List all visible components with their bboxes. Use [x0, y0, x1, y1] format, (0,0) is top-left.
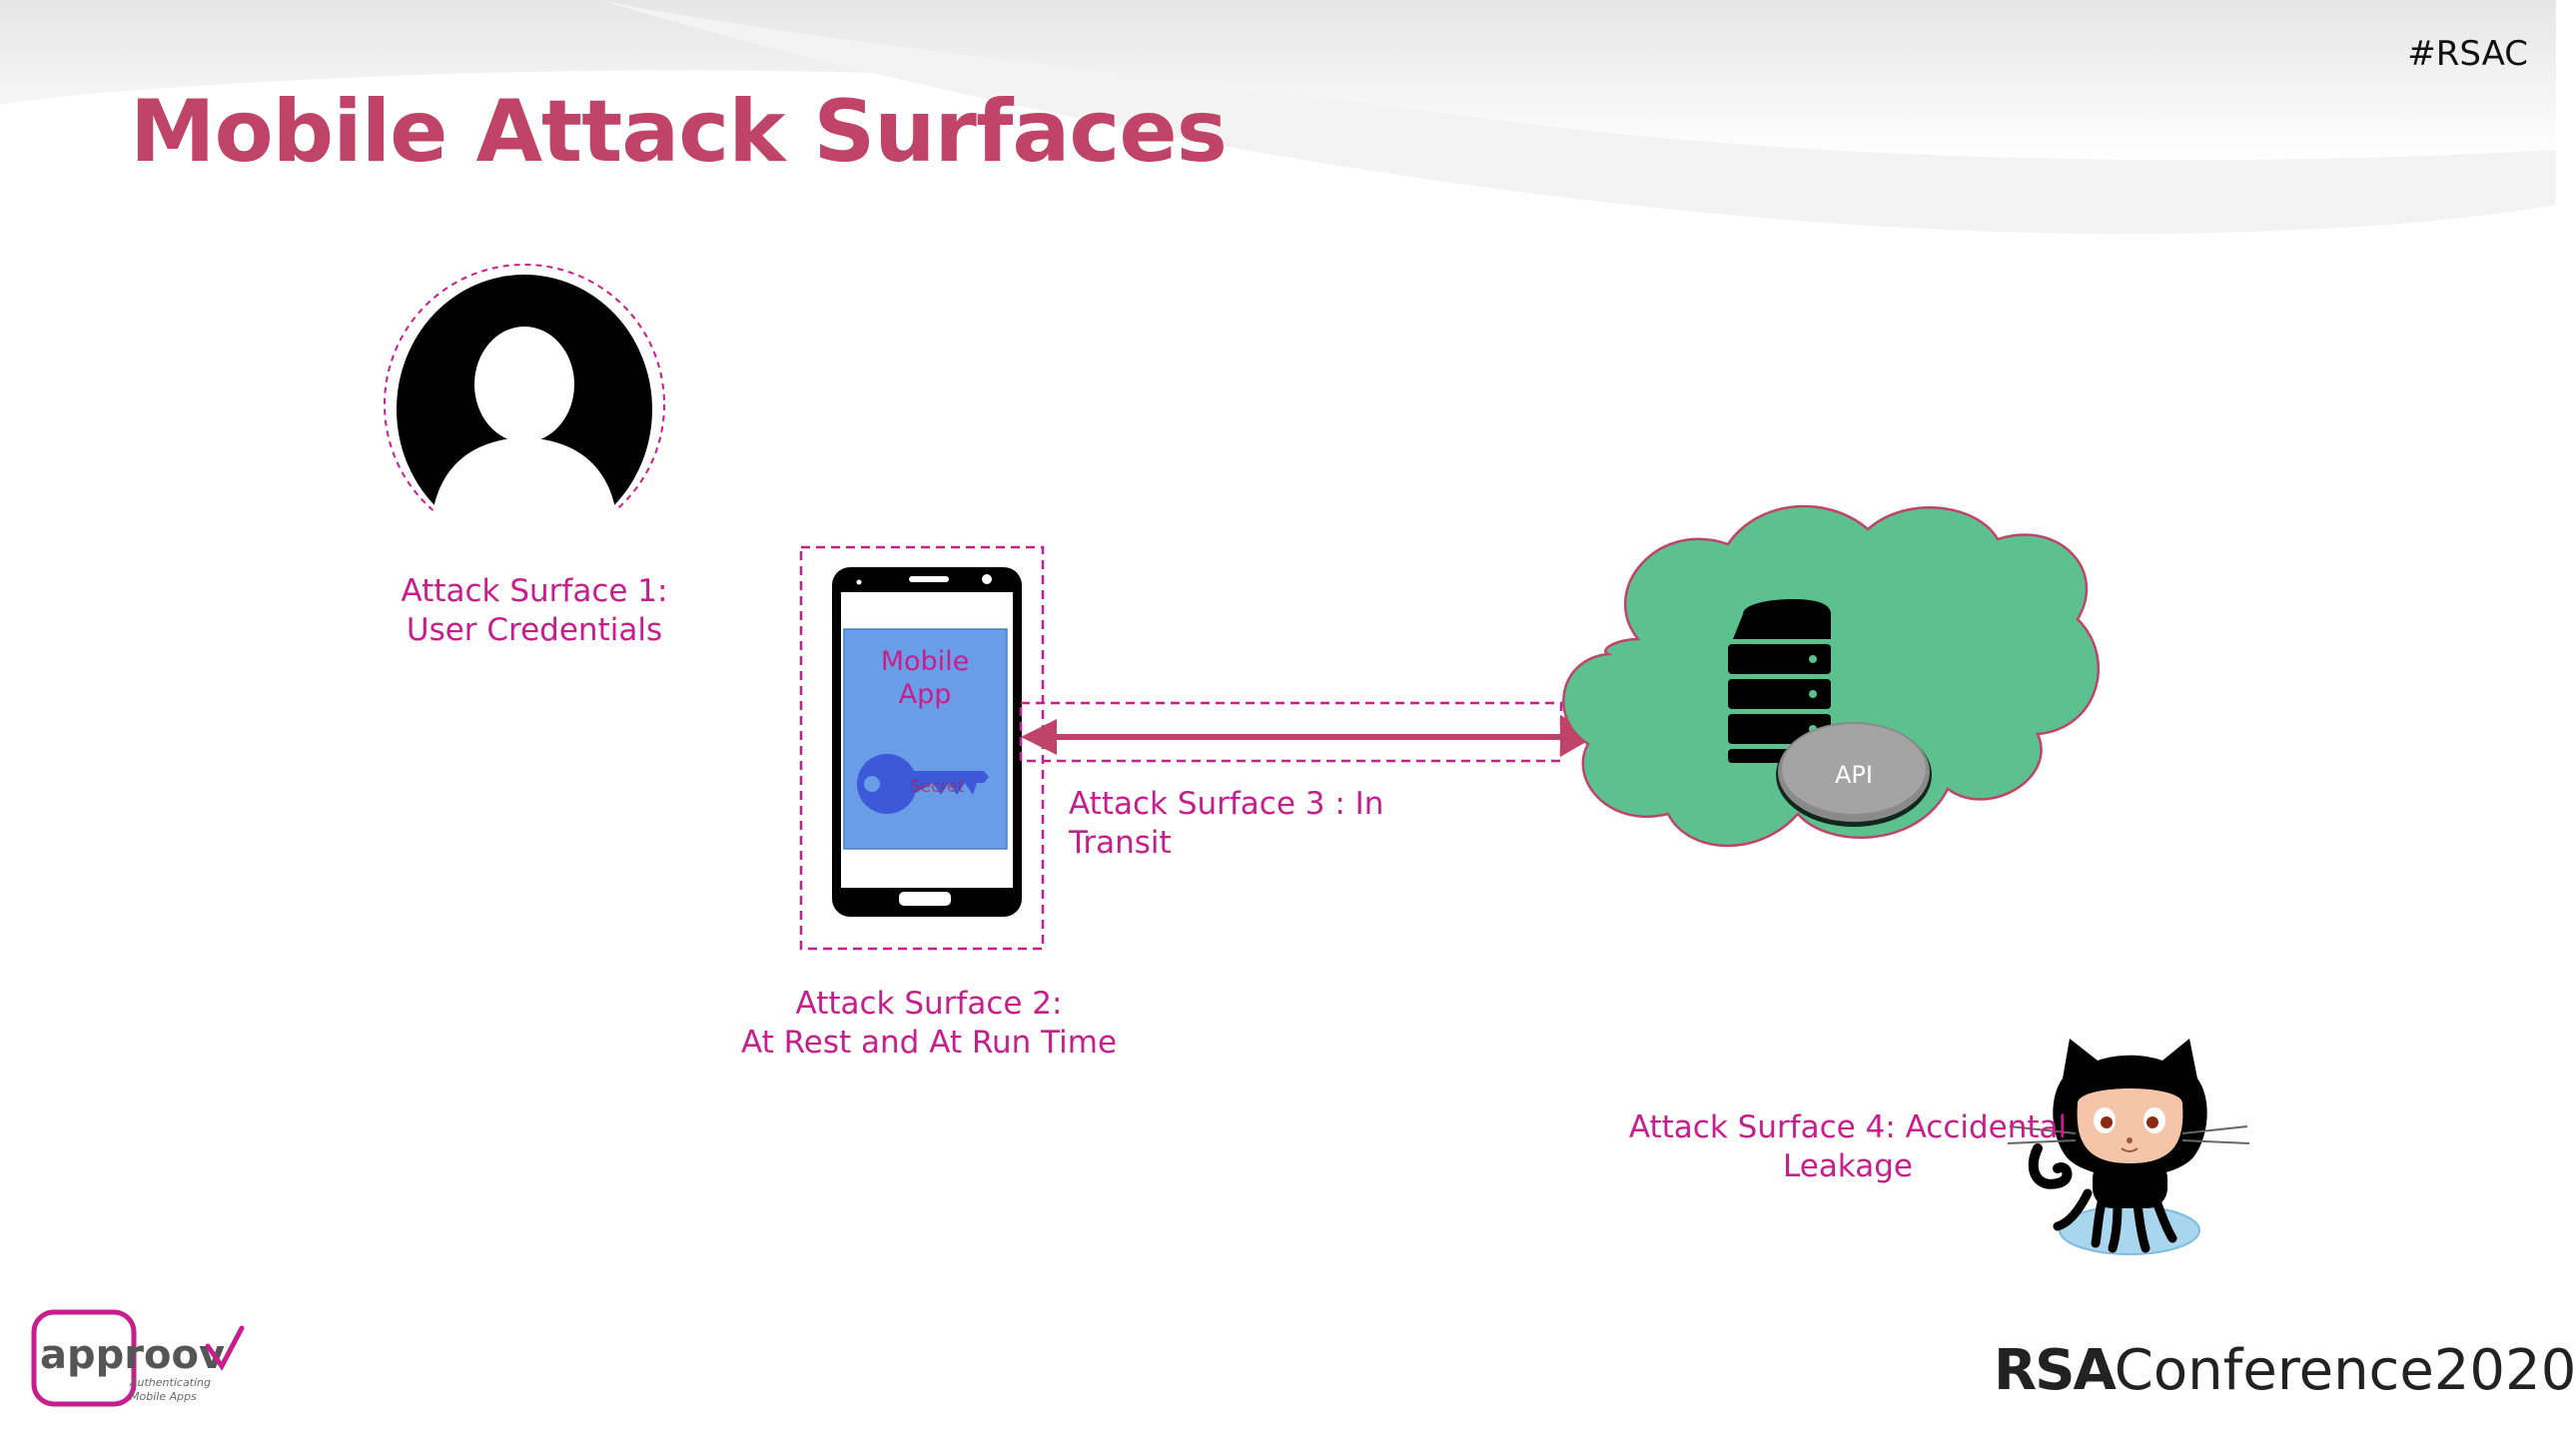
approov-logo-text: approov	[40, 1332, 225, 1378]
bidirectional-arrow	[1021, 715, 1598, 757]
cloud-icon	[1562, 504, 2101, 848]
attack-surface-1-desc: User Credentials	[406, 612, 663, 648]
attack-surface-1-title: Attack Surface 1:	[401, 573, 668, 609]
attack-surface-4-desc: Leakage	[1783, 1148, 1913, 1184]
api-label: API	[1835, 761, 1873, 789]
slide-title: Mobile Attack Surfaces	[130, 82, 1228, 182]
key-label: Secret	[910, 777, 965, 797]
approov-tagline-2: Mobile Apps	[130, 1390, 197, 1403]
attack-surface-2-title: Attack Surface 2:	[795, 986, 1063, 1022]
app-label-line2: App	[899, 679, 952, 710]
app-label-line1: Mobile	[881, 646, 970, 677]
api-badge	[1776, 722, 1932, 827]
rsa-brand: RSA	[1994, 1338, 2117, 1403]
rsa-conference-logo: RSAConference2020	[1994, 1338, 2576, 1403]
background-swoosh	[0, 0, 2556, 235]
app-screen	[843, 628, 1008, 850]
attack-surface-2-label: Attack Surface 2: At Rest and At Run Tim…	[699, 985, 1159, 1063]
approov-tagline-1: Authenticating	[129, 1376, 211, 1389]
attack-surface-2-desc: At Rest and At Run Time	[740, 1025, 1118, 1061]
transit-attack-boundary	[1019, 701, 1563, 763]
attack-surface-4-title: Attack Surface 4: Accidental	[1628, 1109, 2068, 1145]
key-icon	[857, 754, 989, 814]
user-silhouette-icon	[384, 264, 665, 554]
attack-surface-4-label: Attack Surface 4: Accidental Leakage	[1598, 1108, 2098, 1186]
attack-surface-1-label: Attack Surface 1: User Credentials	[360, 572, 709, 650]
approov-logo: approov Authenticating Mobile Apps	[31, 1309, 245, 1407]
attack-surface-3-label: Attack Surface 3 : In Transit	[1069, 786, 1384, 861]
smartphone-icon	[832, 567, 1022, 917]
server-icon	[1728, 599, 1831, 763]
octocat-icon	[2007, 1039, 2250, 1255]
hashtag: #RSAC	[2407, 34, 2528, 74]
rsa-conference-text: Conference2020	[2114, 1338, 2576, 1403]
